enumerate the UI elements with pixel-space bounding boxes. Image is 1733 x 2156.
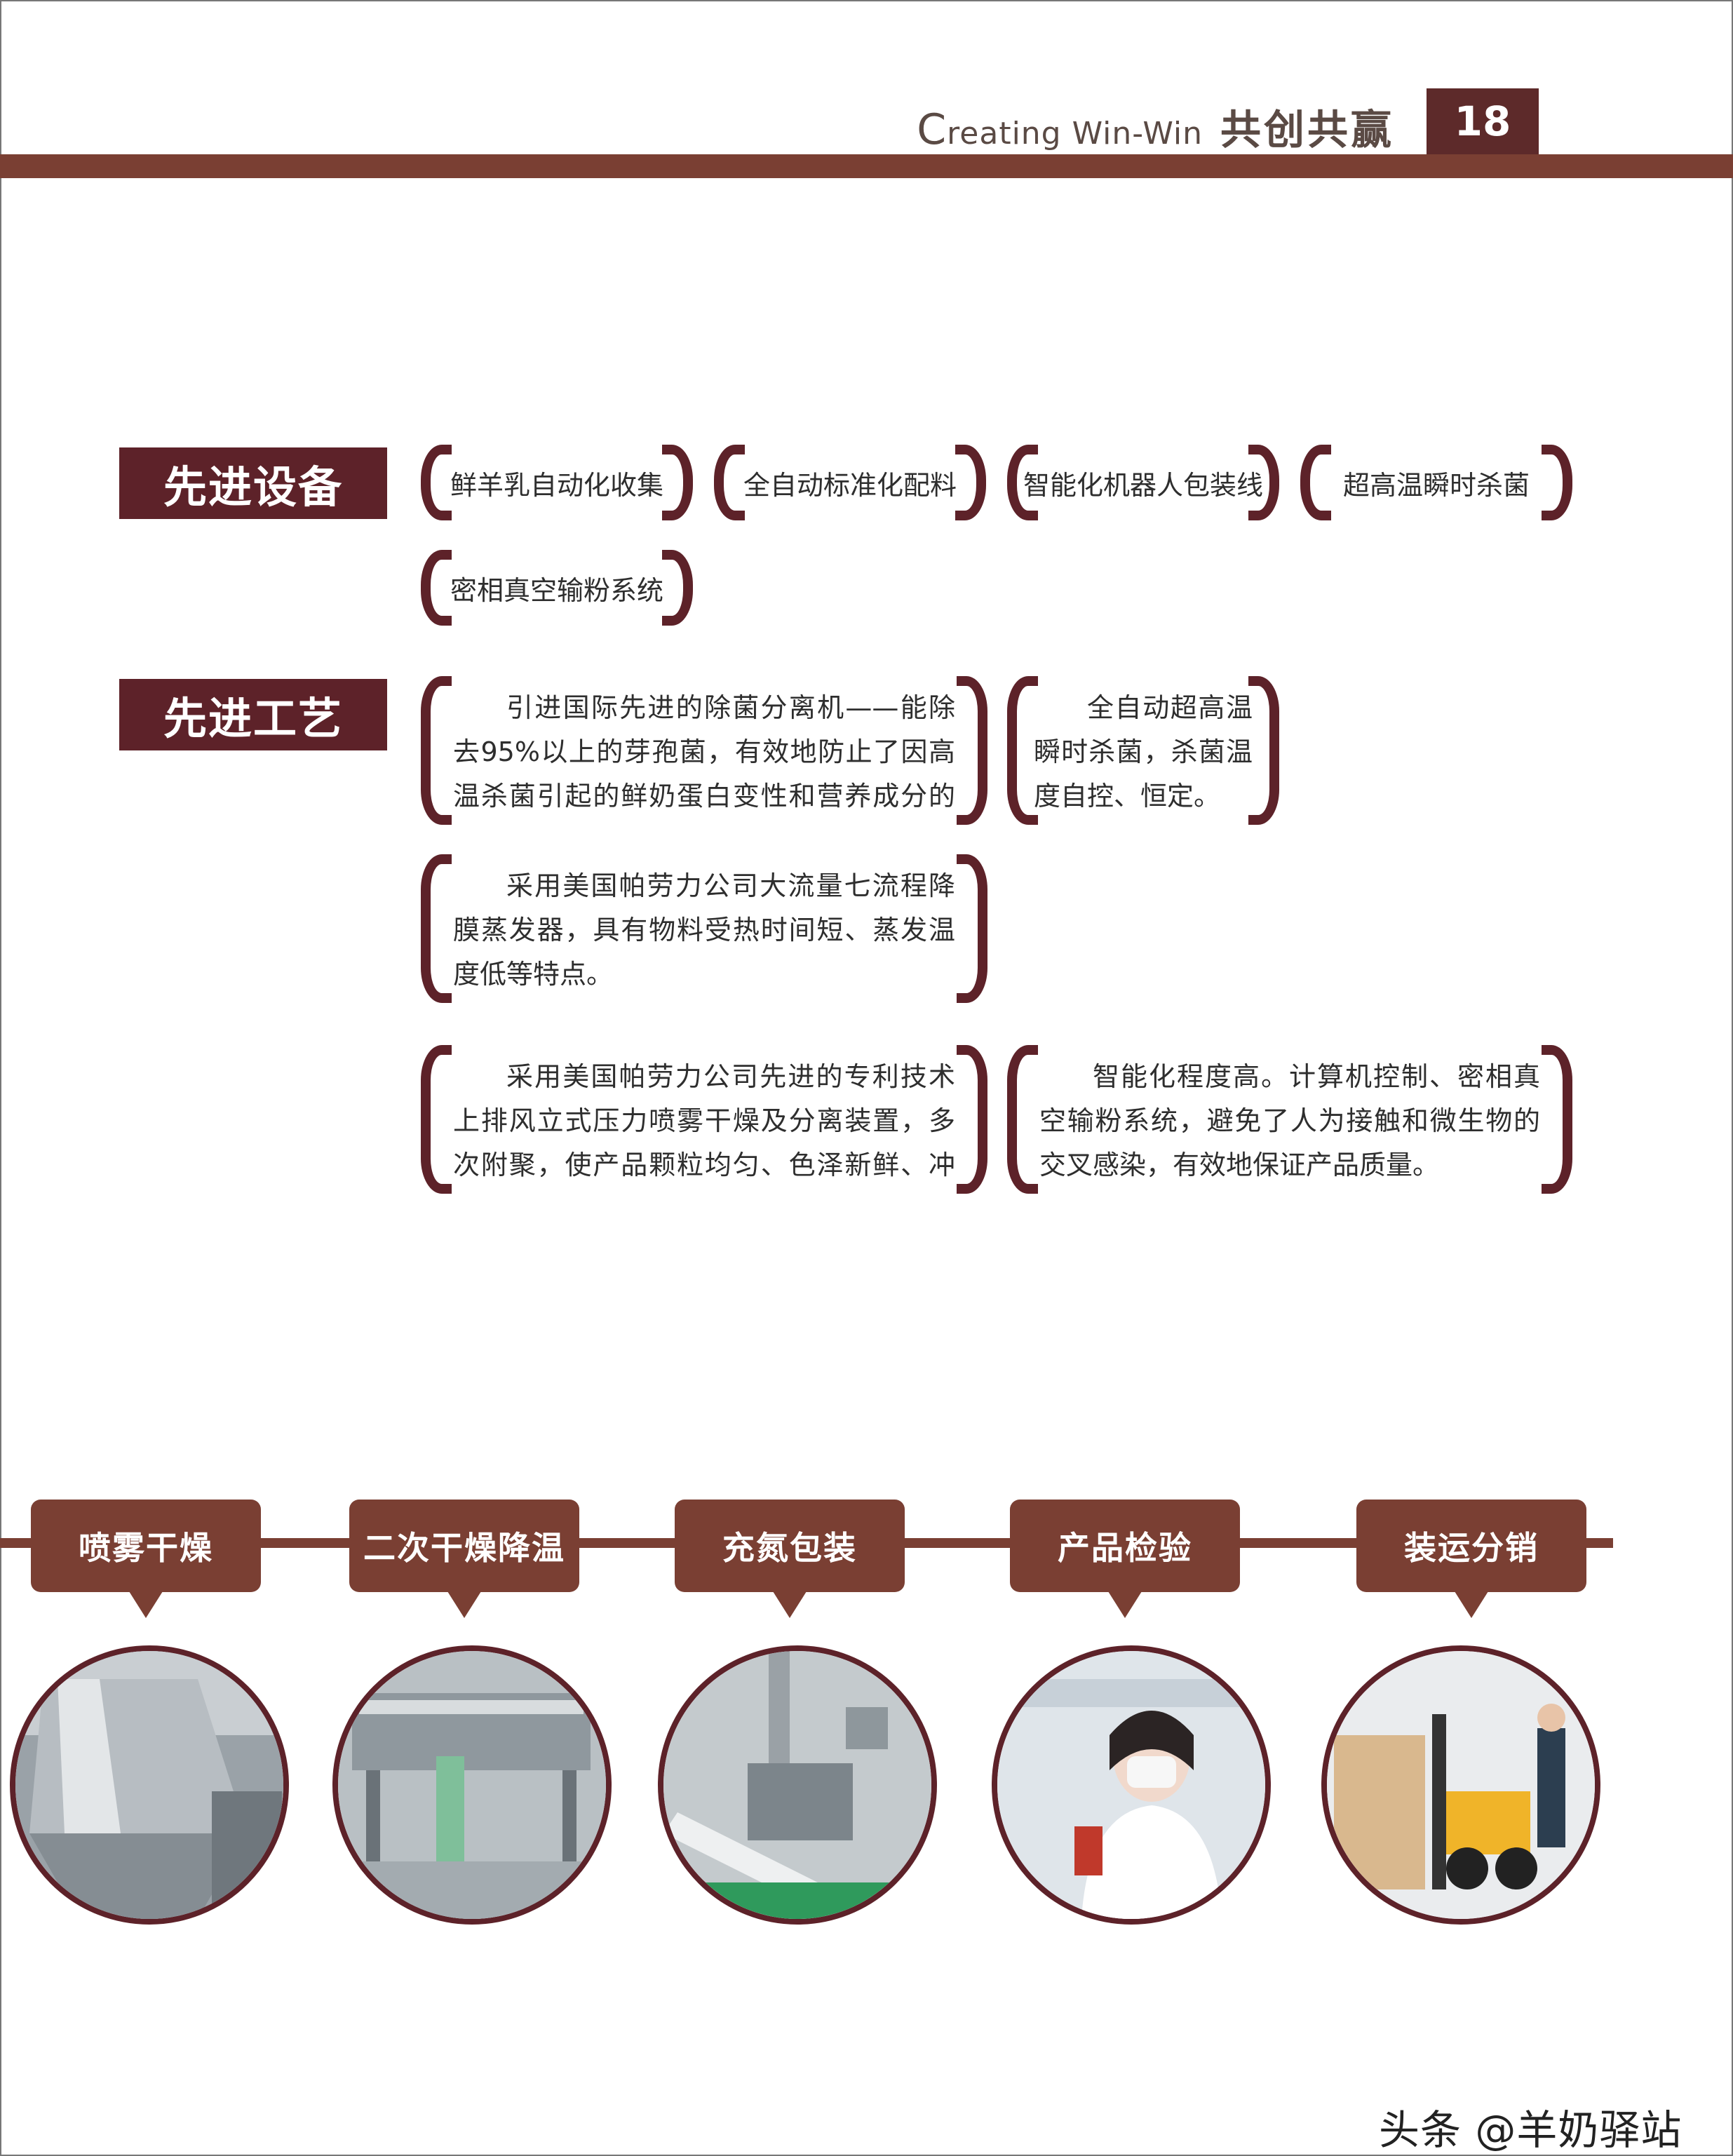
equipment-item-label: 全自动标准化配料 xyxy=(743,469,957,501)
equipment-item: 密相真空输粉系统 xyxy=(421,550,693,626)
step-pointer xyxy=(773,1591,807,1618)
process-tech-text: 采用美国帕劳力公司先进的专利技术上排风立式压力喷雾干燥及分离装置，多次附聚，使产… xyxy=(453,1061,955,1180)
equipment-item: 超高温瞬时杀菌 xyxy=(1300,445,1572,520)
step-box-nitrogen-packaging: 充氮包装 xyxy=(675,1500,905,1592)
header-bar xyxy=(0,154,1733,178)
equipment-item: 鲜羊乳自动化收集 xyxy=(421,445,693,520)
step-box-spray-drying: 喷雾干燥 xyxy=(31,1500,261,1592)
step-pointer xyxy=(1108,1591,1142,1618)
step-pointer xyxy=(129,1591,163,1618)
lab-inspection-photo xyxy=(992,1645,1271,1925)
header-chinese-title: 共创共赢 xyxy=(1220,106,1395,154)
step-box-shipping: 装运分销 xyxy=(1356,1500,1586,1592)
step-pointer xyxy=(447,1591,481,1618)
secondary-dryer-photo xyxy=(332,1645,612,1925)
packaging-line-photo xyxy=(658,1645,937,1925)
equipment-item-label: 密相真空输粉系统 xyxy=(450,574,663,606)
process-tech-label: 先进工艺 xyxy=(119,679,387,750)
equipment-label: 先进设备 xyxy=(119,447,387,519)
step-box-product-inspection: 产品检验 xyxy=(1010,1500,1240,1592)
process-tech-item: 引进国际先进的除菌分离机——能除去95%以上的芽孢菌，有效地防止了因高温杀菌引起… xyxy=(421,676,987,825)
process-tech-text: 全自动超高温瞬时杀菌，杀菌温度自控、恒定。 xyxy=(1034,692,1253,811)
process-tech-text: 智能化程度高。计算机控制、密相真空输粉系统，避免了人为接触和微生物的交叉感染，有… xyxy=(1039,1061,1540,1180)
page-number-box: 18 xyxy=(1427,88,1539,154)
equipment-item: 全自动标准化配料 xyxy=(714,445,986,520)
page-number: 18 xyxy=(1454,97,1511,145)
process-tech-item: 智能化程度高。计算机控制、密相真空输粉系统，避免了人为接触和微生物的交叉感染，有… xyxy=(1007,1045,1572,1194)
spray-dryer-photo xyxy=(10,1645,289,1925)
forklift-shipping-photo xyxy=(1321,1645,1600,1925)
equipment-item-label: 超高温瞬时杀菌 xyxy=(1342,469,1530,501)
step-pointer xyxy=(1455,1591,1488,1618)
process-tech-item: 全自动超高温瞬时杀菌，杀菌温度自控、恒定。 xyxy=(1007,676,1279,825)
process-tech-text: 引进国际先进的除菌分离机——能除去95%以上的芽孢菌，有效地防止了因高温杀菌引起… xyxy=(453,692,955,811)
step-box-secondary-drying: 二次干燥降温 xyxy=(349,1500,579,1592)
process-tech-text: 采用美国帕劳力公司大流量七流程降膜蒸发器，具有物料受热时间短、蒸发温度低等特点。 xyxy=(453,870,955,990)
process-tech-item: 采用美国帕劳力公司大流量七流程降膜蒸发器，具有物料受热时间短、蒸发温度低等特点。 xyxy=(421,854,987,1003)
process-tech-item: 采用美国帕劳力公司先进的专利技术上排风立式压力喷雾干燥及分离装置，多次附聚，使产… xyxy=(421,1045,987,1194)
equipment-item-label: 鲜羊乳自动化收集 xyxy=(450,469,663,501)
header-english-title: Creating Win-Win xyxy=(917,105,1203,154)
equipment-item-label: 智能化机器人包装线 xyxy=(1023,469,1264,501)
watermark-text: 头条 @羊奶驿站 xyxy=(1379,2106,1683,2154)
equipment-item: 智能化机器人包装线 xyxy=(1007,445,1279,520)
